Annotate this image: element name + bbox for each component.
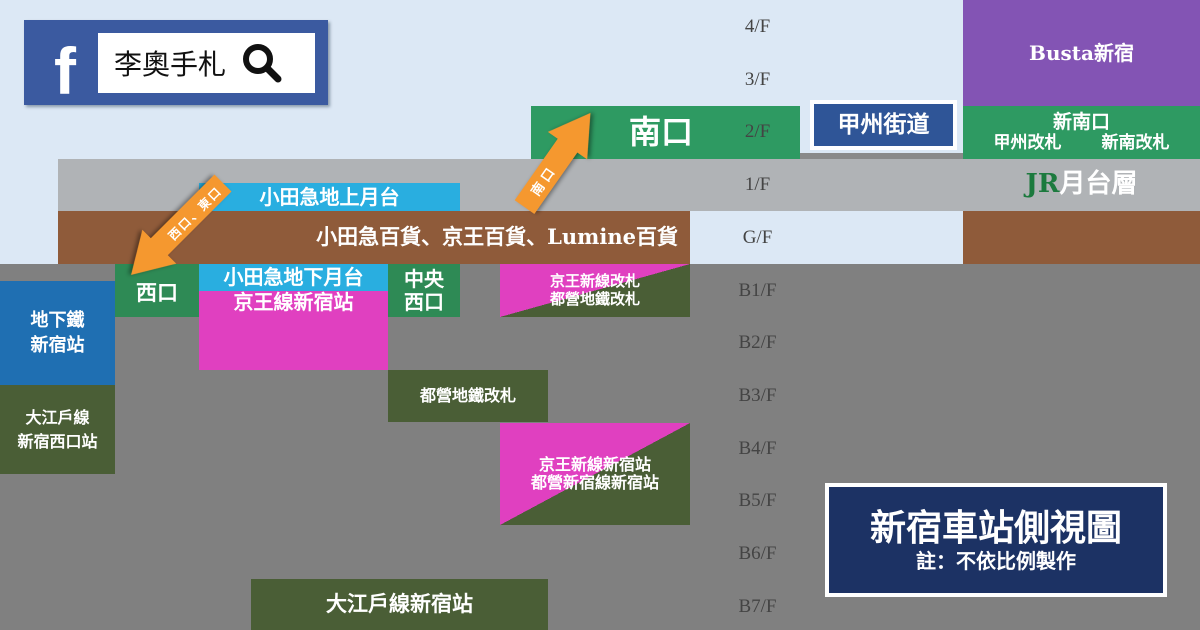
search-text: 李奧手札 <box>114 48 227 81</box>
toei-gate-b3-label: 都營地鐵改札 <box>419 385 516 405</box>
keio-new-station-label: 京王新線新宿站 <box>538 454 651 474</box>
subway-label-1: 地下鐵 <box>30 309 85 331</box>
koshu-kaido-label: 甲州街道 <box>837 110 930 138</box>
legend-box: 新宿車站側視圖 註：不依比例製作 <box>825 483 1167 597</box>
new-south-exit-label: 新南口 <box>1052 110 1110 133</box>
central-west-exit-block: 中央西口 <box>388 264 460 317</box>
floor-label: B4/F <box>738 438 777 459</box>
central-label: 中央 <box>404 266 444 291</box>
busta-block: Busta新宿 <box>963 0 1200 106</box>
koshu-gate-label: 甲州改札 <box>993 132 1062 153</box>
floor-label: 2/F <box>744 121 771 142</box>
floor-label: 1/F <box>744 174 771 195</box>
search-icon <box>243 44 282 83</box>
legend-title: 新宿車站側視圖 <box>869 506 1122 549</box>
keio-toei-station-block: 京王新線新宿站都營新宿線新宿站 <box>500 423 690 525</box>
floor-label: 3/F <box>744 69 771 90</box>
floor-label: B6/F <box>738 543 777 564</box>
subway-station-block: 地下鐵新宿站 <box>0 281 115 385</box>
keio-station-block: 京王線新宿站 <box>199 291 388 370</box>
arrow-south-exit: 南口 <box>505 99 610 221</box>
arrow-icon <box>514 112 591 214</box>
oedo-west-station-block: 大江戶線新宿西口站 <box>0 385 115 474</box>
keio-new-toei-gate-block: 京王新線改札都營地鐵改札 <box>500 264 690 317</box>
floor-label: B2/F <box>738 332 777 353</box>
arrow-west-east-exit: 西口、東口 <box>114 166 240 292</box>
new-south-exit-block: 新南口 甲州改札 新南改札 <box>963 106 1200 159</box>
oedo-west-label-1: 大江戶線 <box>25 407 90 427</box>
floor-label: B7/F <box>738 596 777 617</box>
new-south-gate-label: 新南改札 <box>1101 132 1170 153</box>
odakyu-ground-platform: 小田急地上月台 <box>199 183 460 211</box>
odakyu-underground-label: 小田急地下月台 <box>223 265 364 289</box>
odakyu-underground-platform: 小田急地下月台 <box>199 264 388 291</box>
floor-strip <box>800 153 963 159</box>
oedo-station-label: 大江戶線新宿站 <box>326 591 473 617</box>
floor-label: B1/F <box>738 280 777 301</box>
floor-label: B5/F <box>738 490 777 511</box>
department-stores-label: 小田急百貨、京王百貨、Lumine百貨 <box>316 224 678 250</box>
south-exit-label: 南口 <box>629 113 694 152</box>
floor-band-gf-right <box>963 211 1200 264</box>
busta-label: Busta新宿 <box>1029 40 1134 65</box>
west-exit-block: 西口 <box>115 264 199 317</box>
floor-label: B3/F <box>738 385 777 406</box>
arrow-icon <box>131 174 232 275</box>
toei-gate-label: 都營地鐵改札 <box>549 289 640 308</box>
koshu-kaido-block: 甲州街道 <box>810 100 957 150</box>
west-exit-label: 西口 <box>136 280 178 306</box>
search-box[interactable]: 李奧手札 <box>98 33 315 93</box>
toei-shinjuku-station-label: 都營新宿線新宿站 <box>530 473 659 492</box>
floor-label: 4/F <box>744 16 771 37</box>
west-label: 西口 <box>404 289 444 314</box>
oedo-station-block: 大江戶線新宿站 <box>251 579 548 630</box>
jr-platform-text: 月台層 <box>1059 169 1138 200</box>
floor-label: G/F <box>742 227 773 248</box>
facebook-logo-box[interactable]: f 李奧手札 <box>24 20 328 105</box>
facebook-icon: f <box>54 34 76 108</box>
subway-label-2: 新宿站 <box>30 335 85 356</box>
department-stores: 小田急百貨、京王百貨、Lumine百貨 <box>58 211 690 264</box>
odakyu-ground-label: 小田急地上月台 <box>259 184 400 209</box>
keio-station-label: 京王線新宿站 <box>233 290 354 314</box>
keio-new-gate-label: 京王新線改札 <box>549 272 640 291</box>
jr-prefix: JR <box>1025 169 1060 200</box>
oedo-west-label-2: 新宿西口站 <box>17 431 98 451</box>
toei-gate-b3-block: 都營地鐵改札 <box>388 370 548 422</box>
legend-note: 註：不依比例製作 <box>916 549 1076 574</box>
